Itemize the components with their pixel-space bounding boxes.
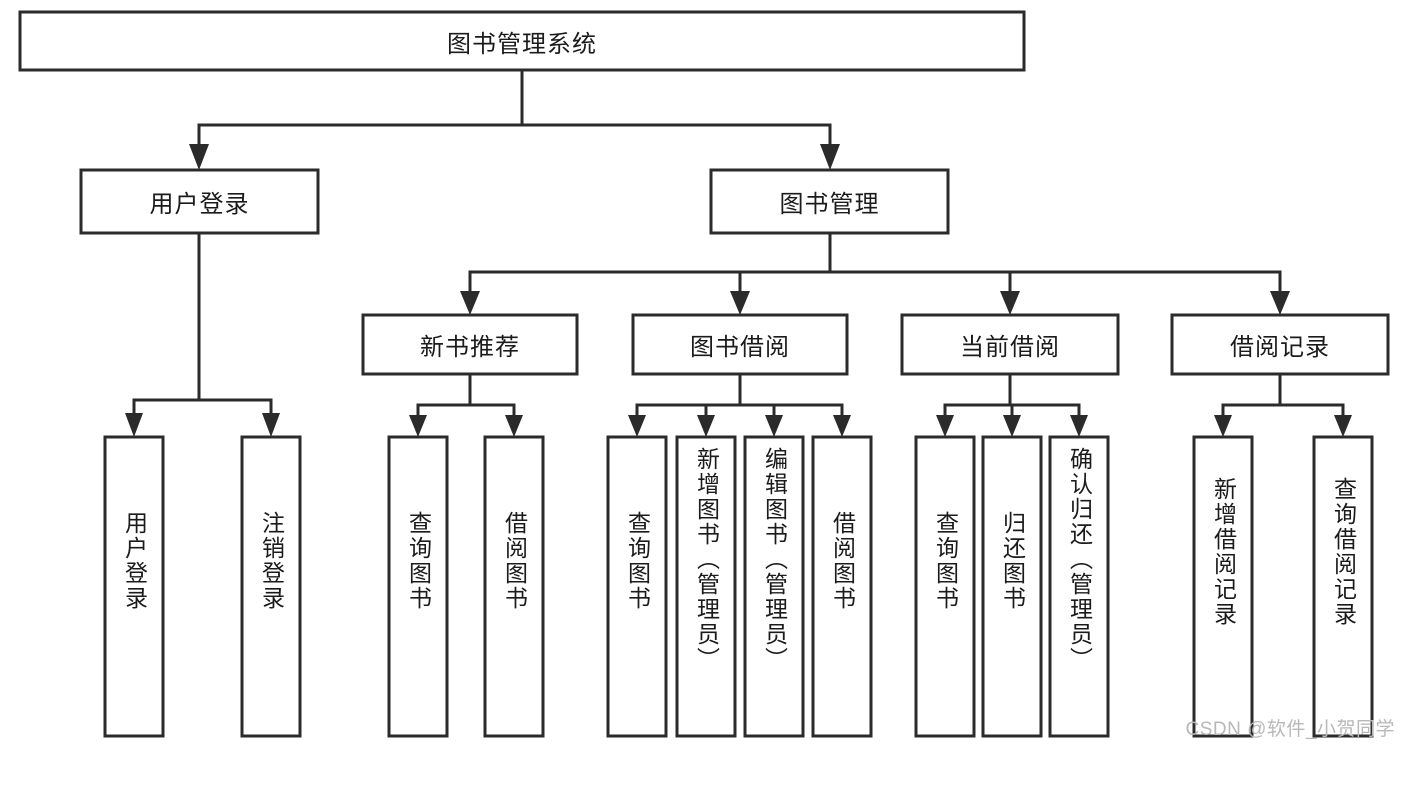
- diagram-canvas: [18, 10, 1390, 738]
- arrowhead-leaf-confirm-return: [1070, 415, 1088, 437]
- watermark-text: CSDN @软件_小贺同学: [1185, 719, 1395, 740]
- arrowhead-book-borrow: [730, 291, 750, 315]
- connector-group-borrow-record: [1214, 372, 1352, 437]
- connector-group-book-management: [460, 231, 1290, 315]
- arrowhead-leaf-query-book-3: [936, 415, 954, 437]
- node-box-leaf-query-book-3[interactable]: [914, 435, 976, 738]
- arrowhead-leaf-query-book-1: [409, 415, 427, 437]
- connector-group-root: [189, 68, 840, 170]
- node-box-root[interactable]: [18, 10, 1026, 72]
- node-box-book-borrow[interactable]: [631, 313, 849, 376]
- node-box-current-borrow[interactable]: [900, 313, 1120, 376]
- node-box-leaf-add-book[interactable]: [675, 435, 737, 738]
- node-box-leaf-borrow-book-1[interactable]: [483, 435, 545, 738]
- arrowhead-leaf-logout: [262, 413, 280, 437]
- connector-group-user-login: [125, 231, 280, 437]
- arrowhead-user-login: [189, 144, 209, 170]
- arrowhead-new-book-recommend: [460, 291, 480, 315]
- node-box-leaf-user-login[interactable]: [103, 435, 165, 738]
- arrowhead-borrow-record: [1270, 291, 1290, 315]
- arrowhead-current-borrow: [1000, 291, 1020, 315]
- node-box-leaf-add-record[interactable]: [1192, 435, 1254, 738]
- node-box-leaf-edit-book[interactable]: [743, 435, 805, 738]
- node-box-leaf-query-book-2[interactable]: [606, 435, 668, 738]
- connector-group-new-book-recommend: [409, 372, 523, 437]
- arrowhead-book-management: [820, 144, 840, 170]
- node-box-borrow-record[interactable]: [1170, 313, 1390, 376]
- node-box-leaf-logout[interactable]: [240, 435, 302, 738]
- arrowhead-leaf-borrow-book-2: [833, 415, 851, 437]
- arrowhead-leaf-add-book: [697, 415, 715, 437]
- arrowhead-leaf-return-book: [1003, 415, 1021, 437]
- node-box-leaf-query-book-1[interactable]: [387, 435, 449, 738]
- arrowhead-leaf-borrow-book-1: [505, 415, 523, 437]
- connector-group-book-borrow: [628, 372, 851, 437]
- connector-group-current-borrow: [936, 372, 1088, 437]
- arrowhead-leaf-user-login: [125, 413, 143, 437]
- arrowhead-leaf-edit-book: [765, 415, 783, 437]
- arrowhead-leaf-query-book-2: [628, 415, 646, 437]
- node-box-leaf-borrow-book-2[interactable]: [811, 435, 873, 738]
- arrowhead-leaf-query-record: [1334, 415, 1352, 437]
- node-box-user-login[interactable]: [79, 168, 320, 235]
- node-box-book-management[interactable]: [709, 168, 950, 235]
- functional-structure-diagram: 图书管理系统 用户登录 图书管理 新书推荐 图书借阅 当前借阅 借阅记录 用户登…: [18, 10, 1395, 740]
- node-box-leaf-return-book[interactable]: [981, 435, 1043, 738]
- node-box-leaf-confirm-return[interactable]: [1048, 435, 1110, 738]
- node-box-leaf-query-record[interactable]: [1312, 435, 1374, 738]
- arrowhead-leaf-add-record: [1214, 415, 1232, 437]
- node-box-new-book-recommend[interactable]: [361, 313, 579, 376]
